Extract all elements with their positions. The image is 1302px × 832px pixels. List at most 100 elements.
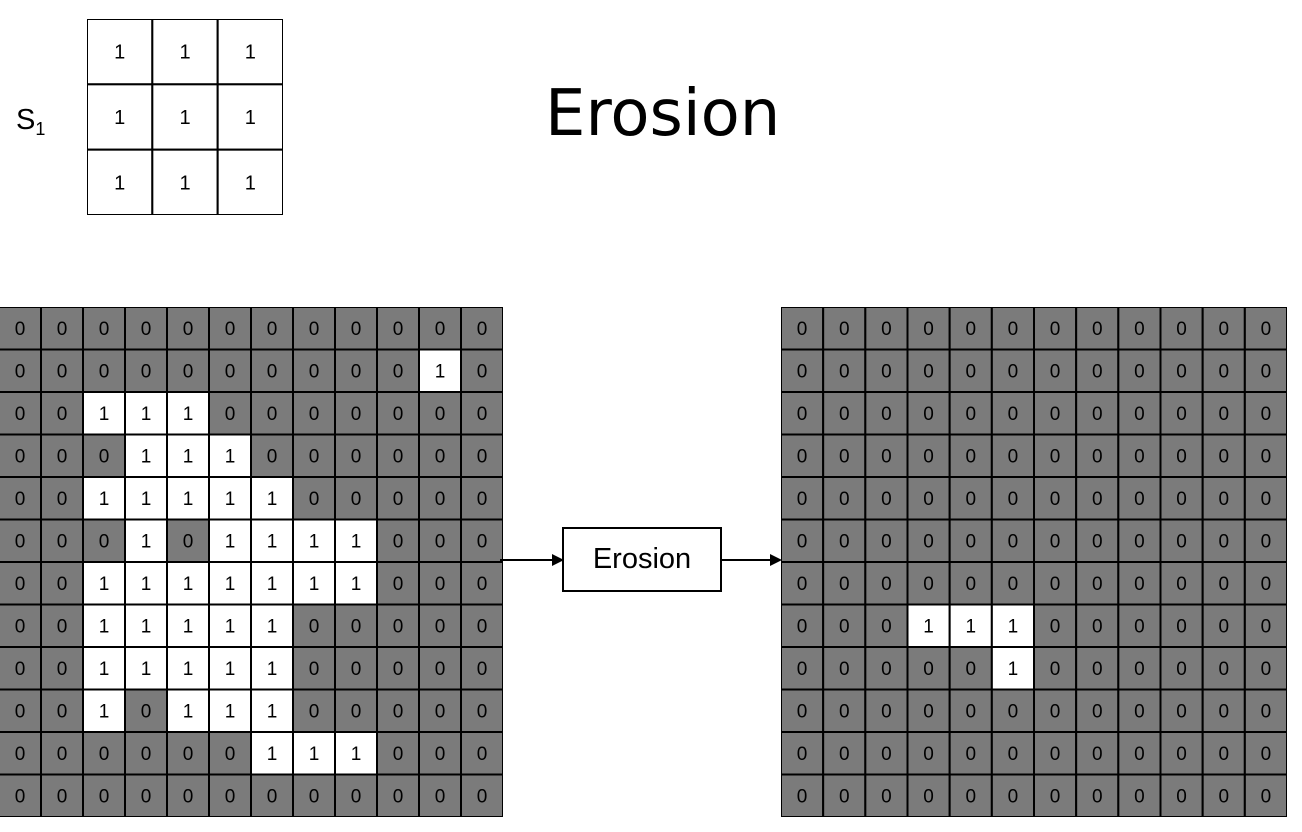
output-cell: 0 <box>1033 391 1078 436</box>
output-cell-value: 0 <box>1176 446 1187 467</box>
output-cell-value: 0 <box>965 574 976 595</box>
input-cell: 0 <box>40 307 84 351</box>
input-cell: 0 <box>82 773 126 817</box>
input-cell: 1 <box>418 348 462 393</box>
output-cell-value: 0 <box>923 659 934 680</box>
output-cell-value: 0 <box>797 489 808 510</box>
input-cell-value: 1 <box>183 701 194 722</box>
output-cell-value: 0 <box>1092 786 1103 807</box>
output-cell-value: 0 <box>1008 744 1019 765</box>
output-cell-value: 0 <box>1050 446 1061 467</box>
input-cell: 0 <box>460 561 503 606</box>
input-cell: 0 <box>40 731 84 776</box>
input-cell-value: 0 <box>351 701 362 722</box>
output-cell-value: 0 <box>1092 659 1103 680</box>
output-cell: 0 <box>822 603 867 648</box>
input-cell-value: 0 <box>225 744 236 765</box>
input-cell-value: 0 <box>183 361 194 382</box>
output-cell: 0 <box>1159 307 1204 351</box>
output-cell-value: 0 <box>797 531 808 552</box>
input-cell: 0 <box>292 773 336 817</box>
output-cell: 0 <box>948 518 993 563</box>
input-cell-value: 0 <box>351 489 362 510</box>
output-cell-value: 0 <box>965 701 976 722</box>
input-cell-value: 0 <box>183 531 194 552</box>
output-cell-value: 0 <box>839 404 850 425</box>
input-cell-value: 0 <box>393 616 404 637</box>
output-cell: 1 <box>948 603 993 648</box>
input-cell: 0 <box>0 731 42 776</box>
input-cell: 1 <box>124 391 168 436</box>
input-cell-value: 0 <box>267 786 278 807</box>
output-cell: 0 <box>864 773 909 817</box>
output-cell-value: 0 <box>881 319 892 340</box>
input-cell-value: 0 <box>99 744 110 765</box>
input-cell: 1 <box>208 603 252 648</box>
input-cell-value: 1 <box>309 744 320 765</box>
input-cell: 1 <box>208 561 252 606</box>
input-cell-value: 0 <box>15 404 26 425</box>
input-cell-value: 1 <box>141 531 152 552</box>
input-cell: 0 <box>0 561 42 606</box>
input-cell-value: 0 <box>225 786 236 807</box>
output-cell-value: 0 <box>797 701 808 722</box>
output-cell: 0 <box>1159 688 1204 733</box>
input-cell: 0 <box>460 476 503 521</box>
output-cell: 0 <box>1075 433 1120 478</box>
input-cell-value: 0 <box>15 659 26 680</box>
output-cell: 0 <box>822 307 867 351</box>
input-cell-value: 0 <box>435 616 446 637</box>
input-cell-value: 0 <box>57 319 68 340</box>
input-cell: 0 <box>292 646 336 691</box>
input-cell-value: 0 <box>267 446 278 467</box>
input-cell: 0 <box>460 391 503 436</box>
input-cell: 1 <box>124 518 168 563</box>
output-cell: 0 <box>1159 476 1204 521</box>
kernel-cell: 1 <box>151 148 219 215</box>
input-cell-value: 0 <box>141 319 152 340</box>
input-cell-value: 0 <box>435 531 446 552</box>
output-cell: 0 <box>781 731 825 776</box>
output-cell: 0 <box>1117 688 1162 733</box>
output-cell-value: 0 <box>1218 489 1229 510</box>
arrow-to-operation <box>500 554 564 566</box>
input-cell-value: 0 <box>435 404 446 425</box>
input-cell-value: 0 <box>435 659 446 680</box>
output-cell-value: 0 <box>1134 574 1145 595</box>
input-cell-value: 0 <box>351 319 362 340</box>
output-cell: 0 <box>906 391 951 436</box>
input-cell-value: 0 <box>393 319 404 340</box>
arrow-to-output <box>720 554 782 566</box>
output-cell-value: 0 <box>1050 361 1061 382</box>
output-cell-value: 0 <box>1218 786 1229 807</box>
output-cell-value: 0 <box>1050 574 1061 595</box>
input-cell: 0 <box>334 433 378 478</box>
kernel-cell: 1 <box>216 19 283 86</box>
input-cell: 1 <box>208 688 252 733</box>
output-cell-value: 0 <box>1218 404 1229 425</box>
input-cell-value: 0 <box>141 744 152 765</box>
output-cell: 0 <box>822 391 867 436</box>
input-cell-value: 1 <box>225 531 236 552</box>
input-cell: 1 <box>82 688 126 733</box>
output-cell-value: 0 <box>965 319 976 340</box>
input-cell-value: 0 <box>57 531 68 552</box>
output-cell: 0 <box>1159 773 1204 817</box>
output-cell: 0 <box>822 433 867 478</box>
output-cell-value: 0 <box>881 446 892 467</box>
input-cell: 1 <box>166 688 210 733</box>
input-cell-value: 1 <box>225 701 236 722</box>
output-cell-value: 0 <box>1134 786 1145 807</box>
input-cell: 0 <box>376 307 420 351</box>
output-cell: 0 <box>1243 391 1287 436</box>
input-cell-value: 0 <box>57 404 68 425</box>
output-cell-value: 0 <box>1176 744 1187 765</box>
input-cell-value: 1 <box>99 659 110 680</box>
input-cell: 0 <box>376 773 420 817</box>
kernel-cell: 1 <box>151 19 219 86</box>
output-cell: 0 <box>990 307 1035 351</box>
output-cell: 0 <box>864 561 909 606</box>
input-cell-value: 1 <box>267 489 278 510</box>
input-cell: 0 <box>376 731 420 776</box>
